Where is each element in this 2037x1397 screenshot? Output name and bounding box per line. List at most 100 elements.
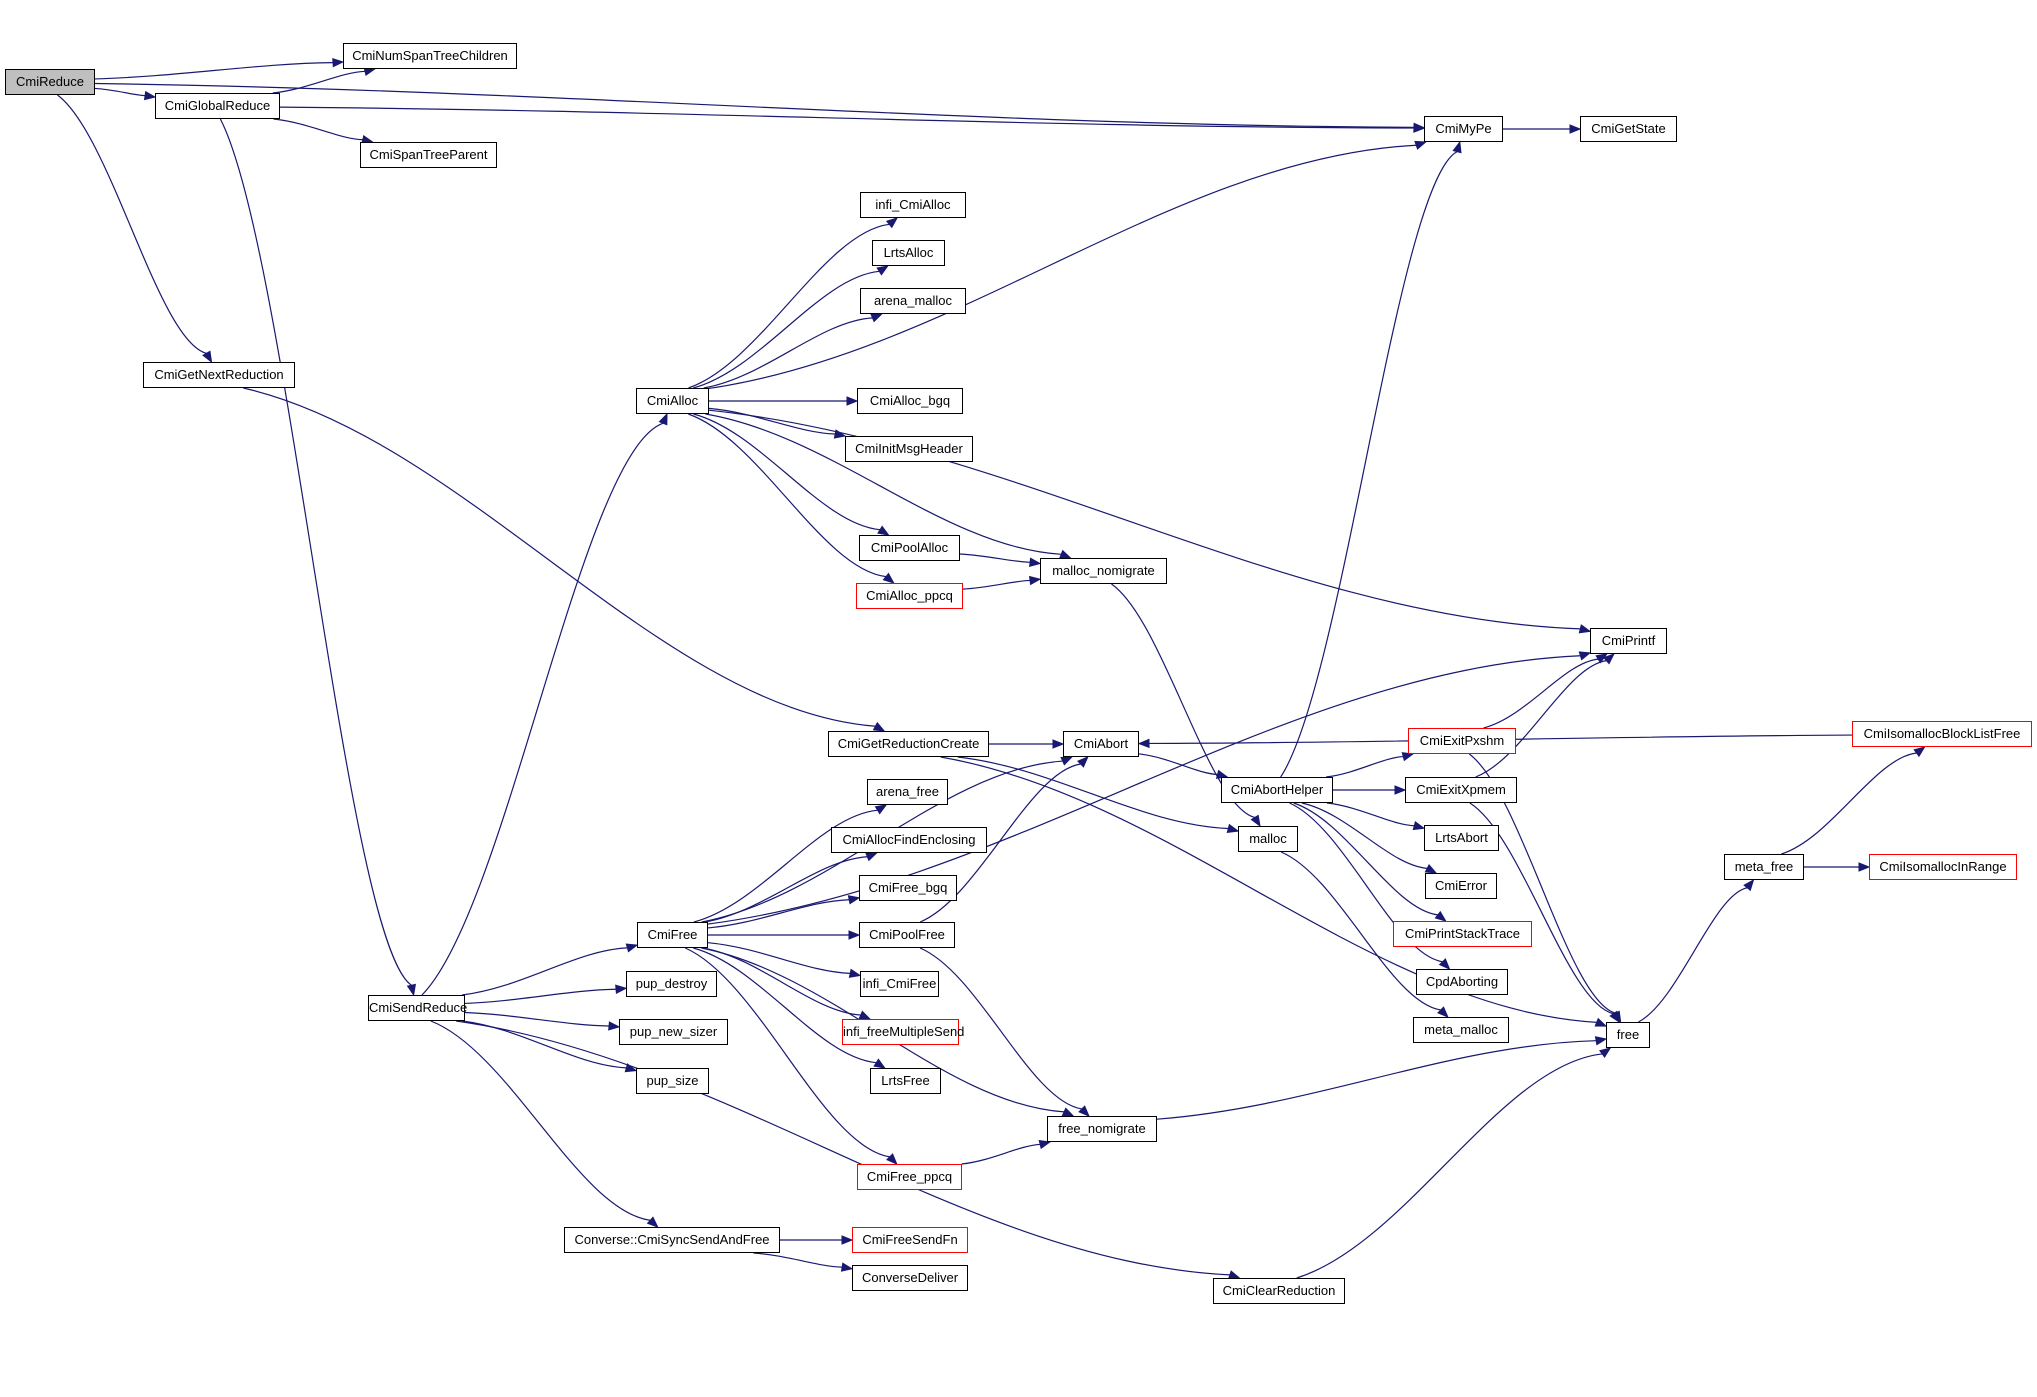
call-edge xyxy=(703,317,873,389)
graph-node-infi-freemultiplesend[interactable]: infi_freeMultipleSend xyxy=(842,1019,964,1045)
call-edge xyxy=(94,62,334,80)
graph-node-cmiexitpxshm[interactable]: CmiExitPxshm xyxy=(1408,728,1516,754)
arrowhead-icon xyxy=(882,572,895,584)
call-edge xyxy=(693,809,878,923)
graph-node-cmifree-bgq[interactable]: CmiFree_bgq xyxy=(859,875,957,901)
arrowhead-icon xyxy=(1137,738,1150,749)
arrowhead-icon xyxy=(1394,785,1407,795)
arrowhead-icon xyxy=(1743,878,1755,892)
call-edge xyxy=(94,87,146,97)
graph-node-cmiprintf[interactable]: CmiPrintf xyxy=(1590,628,1667,654)
graph-node-meta-malloc[interactable]: meta_malloc xyxy=(1413,1017,1509,1043)
graph-node-cpdaborting[interactable]: CpdAborting xyxy=(1416,969,1508,995)
arrowhead-icon xyxy=(1401,752,1415,762)
call-edge xyxy=(464,1011,610,1027)
graph-node-cmiglobalreduce[interactable]: CmiGlobalReduce xyxy=(155,93,280,119)
graph-node-lrtsfree[interactable]: LrtsFree xyxy=(870,1068,941,1094)
arrowhead-icon xyxy=(872,721,886,732)
graph-node-meta-free[interactable]: meta_free xyxy=(1724,854,1804,880)
arrowhead-icon xyxy=(1424,863,1438,874)
call-edge xyxy=(919,763,1081,923)
call-edge xyxy=(961,1143,1041,1165)
call-edge xyxy=(707,899,850,929)
call-edge xyxy=(693,947,877,1064)
graph-node-free[interactable]: free xyxy=(1606,1022,1650,1048)
graph-node-conversedeliver[interactable]: ConverseDeliver xyxy=(852,1265,968,1291)
graph-node-cmiisomallocinrange[interactable]: CmiIsomallocInRange xyxy=(1869,854,2017,880)
graph-node-infi-cmialloc[interactable]: infi_CmiAlloc xyxy=(860,192,966,218)
graph-node-lrtsalloc[interactable]: LrtsAlloc xyxy=(872,240,945,266)
graph-node-cmifree-ppcq[interactable]: CmiFree_ppcq xyxy=(857,1164,962,1190)
graph-node-cmiallocfindenclosing[interactable]: CmiAllocFindEnclosing xyxy=(831,827,987,853)
call-edge xyxy=(421,422,664,996)
call-edge xyxy=(279,106,1415,129)
call-edge xyxy=(243,387,876,727)
call-edge xyxy=(708,144,1417,390)
graph-node-cmifree[interactable]: CmiFree xyxy=(637,922,708,948)
arrowhead-icon xyxy=(625,943,639,953)
graph-node-lrtsabort[interactable]: LrtsAbort xyxy=(1424,825,1499,851)
arrowhead-icon xyxy=(1858,862,1871,872)
graph-node-cmiclearreduction[interactable]: CmiClearReduction xyxy=(1213,1278,1345,1304)
call-edge xyxy=(1280,151,1458,778)
arrowhead-icon xyxy=(143,90,157,101)
graph-node-cmisendreduce[interactable]: CmiSendReduce xyxy=(368,995,467,1021)
arrowhead-icon xyxy=(332,57,345,68)
arrowhead-icon xyxy=(1061,1107,1075,1117)
graph-node-cmigetnextreduction[interactable]: CmiGetNextReduction xyxy=(143,362,295,388)
call-edge xyxy=(688,413,887,578)
graph-node-cminumspantreechildren[interactable]: CmiNumSpanTreeChildren xyxy=(343,43,517,69)
graph-node-cmigetreductioncreate[interactable]: CmiGetReductionCreate xyxy=(828,731,989,757)
call-edge xyxy=(1638,887,1748,1023)
call-edge xyxy=(1469,802,1614,1015)
graph-node-cmierror[interactable]: CmiError xyxy=(1425,873,1497,899)
graph-node-cmialloc[interactable]: CmiAlloc xyxy=(636,388,709,414)
arrowhead-icon xyxy=(202,350,213,364)
graph-node-infi-cmifree[interactable]: infi_CmiFree xyxy=(860,971,939,997)
graph-node-cmiabort[interactable]: CmiAbort xyxy=(1063,731,1139,757)
graph-node-arena-malloc[interactable]: arena_malloc xyxy=(860,288,966,314)
graph-node-cmiisomallocblocklistfree[interactable]: CmiIsomallocBlockListFree xyxy=(1852,721,2032,747)
graph-node-cmiinitmsgheader[interactable]: CmiInitMsgHeader xyxy=(845,436,973,462)
graph-node-cmipoolfree[interactable]: CmiPoolFree xyxy=(859,922,955,948)
arrowhead-icon xyxy=(1038,1139,1052,1150)
graph-node-cmipoolalloc[interactable]: CmiPoolAlloc xyxy=(859,535,960,561)
graph-node-cmimype[interactable]: CmiMyPe xyxy=(1424,116,1503,142)
arrowhead-icon xyxy=(877,525,890,536)
arrowhead-icon xyxy=(1028,575,1042,586)
call-edge xyxy=(1326,802,1415,827)
graph-node-malloc[interactable]: malloc xyxy=(1238,826,1298,852)
graph-node-cmispantreeparent[interactable]: CmiSpanTreeParent xyxy=(360,142,497,168)
arrowhead-icon xyxy=(1569,124,1582,134)
arrowhead-icon xyxy=(1578,624,1592,634)
call-edge xyxy=(1301,802,1428,869)
arrowhead-icon xyxy=(1060,756,1074,766)
graph-node-cmiaborthelper[interactable]: CmiAbortHelper xyxy=(1221,777,1333,803)
graph-node-cmiprintstacktrace[interactable]: CmiPrintStackTrace xyxy=(1393,921,1532,947)
graph-node-arena-free[interactable]: arena_free xyxy=(867,779,948,805)
call-edge xyxy=(462,1020,627,1069)
graph-node-cmialloc-bgq[interactable]: CmiAlloc_bgq xyxy=(857,388,963,414)
call-edge xyxy=(688,223,890,389)
graph-node-cmialloc-ppcq[interactable]: CmiAlloc_ppcq xyxy=(856,583,963,609)
arrowhead-icon xyxy=(885,217,899,229)
graph-node-cmigetstate[interactable]: CmiGetState xyxy=(1580,116,1677,142)
graph-node-pup-new-sizer[interactable]: pup_new_sizer xyxy=(619,1019,728,1045)
arrowhead-icon xyxy=(848,930,861,940)
call-edge xyxy=(1156,1040,1597,1120)
graph-node-malloc-nomigrate[interactable]: malloc_nomigrate xyxy=(1040,558,1167,584)
graph-node-cmifreesendfn[interactable]: CmiFreeSendFn xyxy=(852,1227,968,1253)
graph-node-converse-cmisyncsendandfree[interactable]: Converse::CmiSyncSendAndFree xyxy=(564,1227,780,1253)
call-edge xyxy=(959,553,1031,563)
arrowhead-icon xyxy=(658,412,668,426)
arrowhead-icon xyxy=(846,396,859,406)
graph-node-free-nomigrate[interactable]: free_nomigrate xyxy=(1047,1116,1157,1142)
graph-node-pup-size[interactable]: pup_size xyxy=(636,1068,709,1094)
graph-node-pup-destroy[interactable]: pup_destroy xyxy=(626,971,717,997)
call-edge xyxy=(707,655,1581,925)
arrowhead-icon xyxy=(1609,1010,1620,1024)
call-edge xyxy=(1289,802,1443,963)
arrowhead-icon xyxy=(1595,653,1609,664)
graph-node-cmiexitxpmem[interactable]: CmiExitXpmem xyxy=(1405,777,1517,803)
